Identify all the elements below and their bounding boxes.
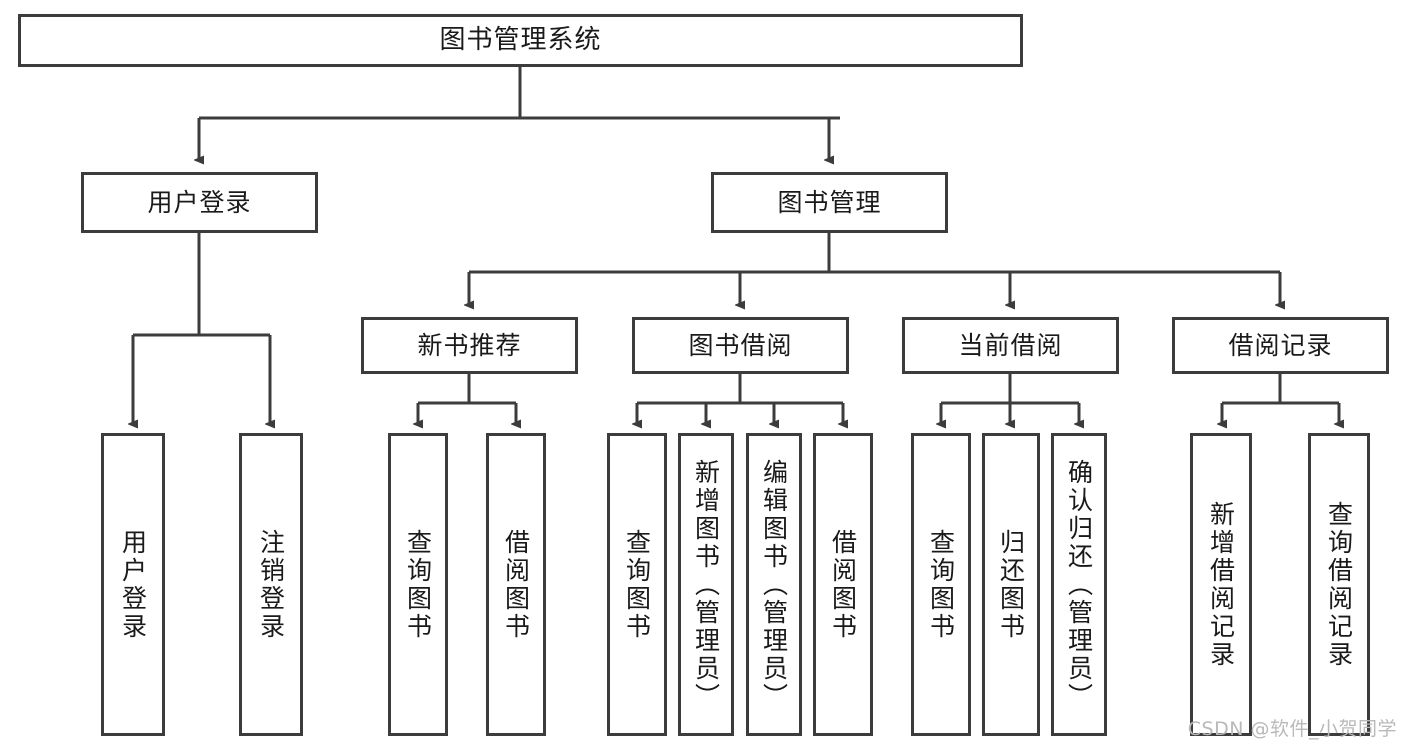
leaf-borrow-add-book-admin-label: 新增图书（管理员） [691, 458, 721, 711]
leaf-records-add-record-label: 新增借阅记录 [1206, 500, 1236, 669]
leaf-borrow-edit-book-admin[interactable]: 编辑图书（管理员） [746, 433, 802, 736]
leaf-records-query-record[interactable]: 查询借阅记录 [1308, 433, 1370, 736]
node-book-management-label: 图书管理 [777, 187, 882, 217]
node-book-borrow[interactable]: 图书借阅 [632, 317, 849, 374]
node-root-system[interactable]: 图书管理系统 [18, 14, 1023, 67]
leaf-user-login-logout-label: 注销登录 [256, 528, 286, 641]
leaf-records-add-record[interactable]: 新增借阅记录 [1190, 433, 1252, 736]
leaf-borrow-edit-book-admin-label: 编辑图书（管理员） [759, 458, 789, 711]
leaf-new-book-borrow-label: 借阅图书 [501, 528, 531, 641]
node-borrow-records[interactable]: 借阅记录 [1172, 317, 1389, 374]
node-root-system-label: 图书管理系统 [439, 25, 602, 56]
leaf-current-confirm-return-admin[interactable]: 确认归还（管理员） [1051, 433, 1107, 736]
leaf-current-confirm-return-admin-label: 确认归还（管理员） [1064, 458, 1094, 711]
node-new-book-recommend[interactable]: 新书推荐 [361, 317, 578, 374]
watermark-text: CSDN @软件_小贺同学 [1187, 718, 1397, 740]
leaf-current-query-book[interactable]: 查询图书 [911, 433, 971, 736]
leaf-borrow-add-book-admin[interactable]: 新增图书（管理员） [678, 433, 734, 736]
leaf-user-login-login[interactable]: 用户登录 [101, 433, 165, 736]
node-borrow-records-label: 借阅记录 [1228, 330, 1333, 360]
leaf-borrow-borrow-book[interactable]: 借阅图书 [813, 433, 873, 736]
node-book-borrow-label: 图书借阅 [688, 330, 793, 360]
leaf-current-query-book-label: 查询图书 [926, 528, 956, 641]
leaf-new-book-query-label: 查询图书 [403, 528, 433, 641]
leaf-records-query-record-label: 查询借阅记录 [1324, 500, 1354, 669]
node-book-management[interactable]: 图书管理 [711, 172, 948, 233]
leaf-current-return-book[interactable]: 归还图书 [982, 433, 1040, 736]
node-user-login-label: 用户登录 [147, 187, 252, 217]
leaf-borrow-borrow-book-label: 借阅图书 [828, 528, 858, 641]
node-new-book-recommend-label: 新书推荐 [417, 330, 522, 360]
leaf-user-login-login-label: 用户登录 [118, 528, 148, 641]
node-user-login[interactable]: 用户登录 [81, 172, 318, 233]
leaf-borrow-query-book[interactable]: 查询图书 [607, 433, 667, 736]
node-current-borrow-label: 当前借阅 [958, 330, 1063, 360]
leaf-user-login-logout[interactable]: 注销登录 [239, 433, 303, 736]
leaf-new-book-borrow[interactable]: 借阅图书 [486, 433, 546, 736]
leaf-current-return-book-label: 归还图书 [996, 528, 1026, 641]
leaf-borrow-query-book-label: 查询图书 [622, 528, 652, 641]
node-current-borrow[interactable]: 当前借阅 [902, 317, 1119, 374]
leaf-new-book-query[interactable]: 查询图书 [388, 433, 448, 736]
